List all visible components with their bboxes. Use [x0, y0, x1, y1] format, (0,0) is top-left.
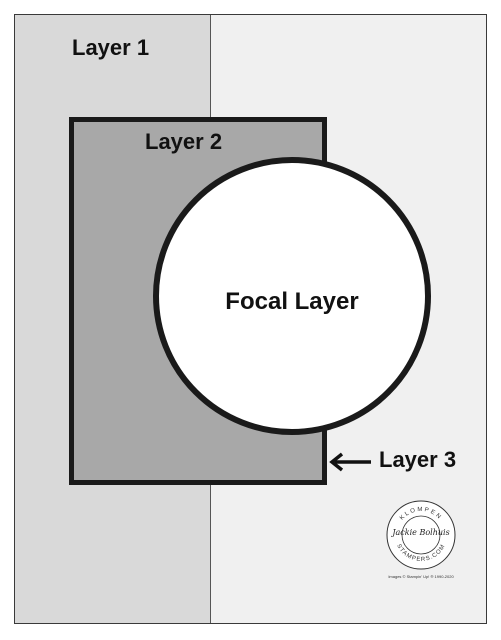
- copyright-text: Images © Stampin' Up! ® 1990-2020: [388, 574, 454, 579]
- layer-3-label: Layer 3: [379, 447, 457, 472]
- layer-1-label: Layer 1: [72, 35, 150, 60]
- logo-name: Jackie Bolhuis: [392, 528, 450, 537]
- focal-layer-label: Focal Layer: [225, 288, 359, 315]
- left-arrow-icon: [329, 452, 371, 472]
- klompen-stampers-logo: KLOMPEN STAMPERS.COM: [386, 500, 456, 570]
- layer-2-label: Layer 2: [145, 129, 223, 154]
- focal-layer-circle: [153, 157, 431, 435]
- card-base: Layer 1 Layer 2 Focal Layer Layer 3 KLOM…: [14, 14, 487, 624]
